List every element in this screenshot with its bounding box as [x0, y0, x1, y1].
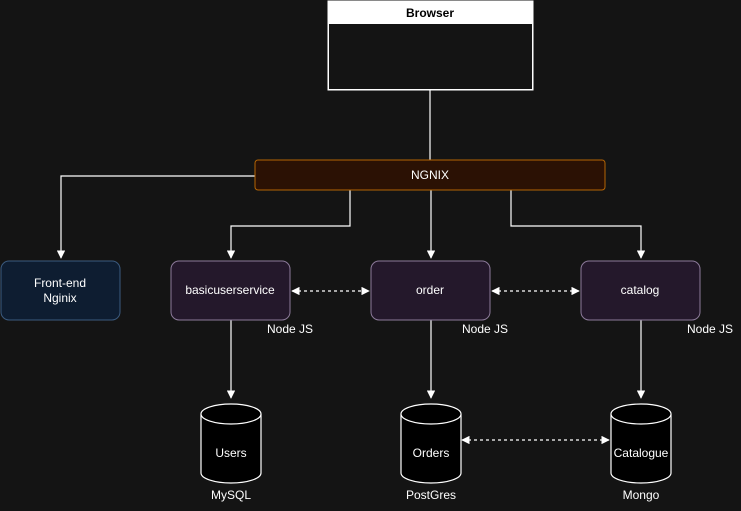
- orders-db-engine: PostGres: [406, 488, 456, 502]
- basicuserservice-node[interactable]: basicuserservice Node JS: [170, 260, 313, 336]
- users-database[interactable]: Users MySQL: [200, 403, 262, 502]
- connectors: [56, 90, 646, 445]
- users-cylinder-body: [200, 414, 262, 484]
- catalog-label: catalog: [621, 283, 660, 297]
- orders-db-label: Orders: [413, 446, 450, 460]
- basicuserservice-box: [170, 260, 291, 321]
- nginx-box: [254, 159, 606, 191]
- frontend-label-line2: Nginix: [43, 291, 76, 305]
- order-box: [370, 260, 491, 321]
- catalogue-cylinder-body: [610, 414, 672, 484]
- orders-cylinder-body: [400, 414, 462, 484]
- basicuserservice-runtime: Node JS: [267, 322, 313, 336]
- users-db-label: Users: [215, 446, 246, 460]
- catalog-runtime: Node JS: [687, 322, 733, 336]
- orders-cylinder-top: [400, 403, 462, 425]
- basicuserservice-label: basicuserservice: [185, 283, 275, 297]
- catalog-box: [580, 260, 701, 321]
- nginx-to-frontend-arrow: [56, 175, 255, 259]
- order-runtime: Node JS: [462, 322, 508, 336]
- catalogue-database[interactable]: Catalogue Mongo: [610, 403, 672, 502]
- browser-body: [329, 24, 532, 89]
- users-cylinder-top: [200, 403, 262, 425]
- catalog-node[interactable]: catalog Node JS: [580, 260, 733, 336]
- frontend-box: [0, 260, 121, 321]
- order-node[interactable]: order Node JS: [370, 260, 508, 336]
- frontend-node[interactable]: Front-end Nginix: [0, 260, 121, 321]
- nginx-node[interactable]: NGNIX: [254, 159, 606, 191]
- browser-node[interactable]: Browser: [327, 0, 534, 91]
- catalogue-db-label: Catalogue: [614, 446, 669, 460]
- nginx-label: NGNIX: [411, 168, 449, 182]
- browser-title: Browser: [406, 6, 454, 20]
- catalogue-cylinder-top: [610, 403, 672, 425]
- frontend-label-line1: Front-end: [34, 276, 86, 290]
- orders-database[interactable]: Orders PostGres: [400, 403, 462, 502]
- nginx-to-catalog-arrow: [510, 190, 646, 259]
- nginx-to-basicuser-arrow: [226, 190, 351, 259]
- catalogue-db-engine: Mongo: [623, 488, 660, 502]
- users-db-engine: MySQL: [211, 488, 251, 502]
- order-label: order: [416, 283, 444, 297]
